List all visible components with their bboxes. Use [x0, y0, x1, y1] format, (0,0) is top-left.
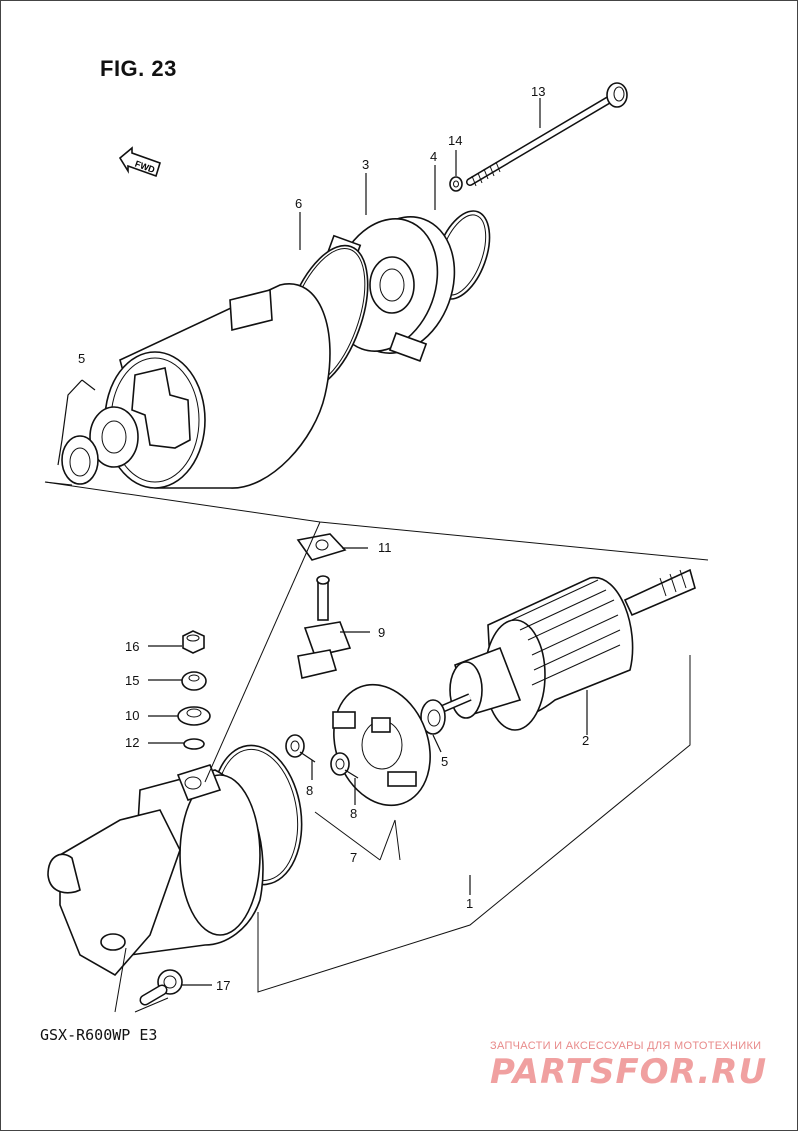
- callout-5-bottom: 5: [441, 754, 448, 769]
- washer-part: [449, 176, 463, 192]
- brush-spring-part: [285, 734, 316, 763]
- nut-part: [182, 630, 205, 654]
- figure-title: FIG. 23: [100, 56, 177, 81]
- model-code: GSX-R600WP E3: [40, 1026, 158, 1044]
- callout-16: 16: [125, 639, 139, 654]
- callout-12: 12: [125, 735, 139, 750]
- nut-part: [181, 671, 207, 691]
- callout-11: 11: [378, 540, 392, 555]
- callout-3: 3: [362, 157, 369, 172]
- terminal-bolt-part: [297, 575, 352, 679]
- thrust-washer-part: [61, 435, 99, 485]
- watermark-logo: PARTSFOR.RU: [490, 1052, 768, 1092]
- terminal-plate-part: [296, 533, 347, 561]
- callout-8-left: 8: [306, 783, 313, 798]
- callout-14: 14: [448, 133, 462, 148]
- armature-washer-part: [420, 699, 446, 735]
- callout-2: 2: [582, 733, 589, 748]
- callout-15: 15: [125, 673, 139, 688]
- callout-1: 1: [466, 896, 473, 911]
- forward-arrow-icon: FWD: [118, 146, 161, 178]
- callout-17: 17: [216, 978, 230, 993]
- starter-housing-part: [47, 764, 264, 977]
- starter-yoke-part: [89, 283, 331, 489]
- brush-spring-part: [330, 752, 359, 779]
- callout-13: 13: [531, 84, 545, 99]
- bushing-part: [177, 706, 211, 726]
- callout-4: 4: [430, 149, 437, 164]
- callout-7: 7: [350, 850, 357, 865]
- callout-10: 10: [125, 708, 139, 723]
- watermark-tagline: ЗАПЧАСТИ И АКСЕССУАРЫ ДЛЯ МОТОТЕХНИКИ: [490, 1040, 762, 1052]
- long-bolt-part: [466, 82, 628, 187]
- mounting-screw-part: [139, 969, 183, 1006]
- callout-5-top: 5: [78, 351, 85, 366]
- callout-9: 9: [378, 625, 385, 640]
- callout-8-right: 8: [350, 806, 357, 821]
- brush-plate-part: [332, 683, 431, 807]
- armature-part: [433, 568, 696, 731]
- small-o-ring-part: [183, 738, 205, 750]
- callout-6: 6: [295, 196, 302, 211]
